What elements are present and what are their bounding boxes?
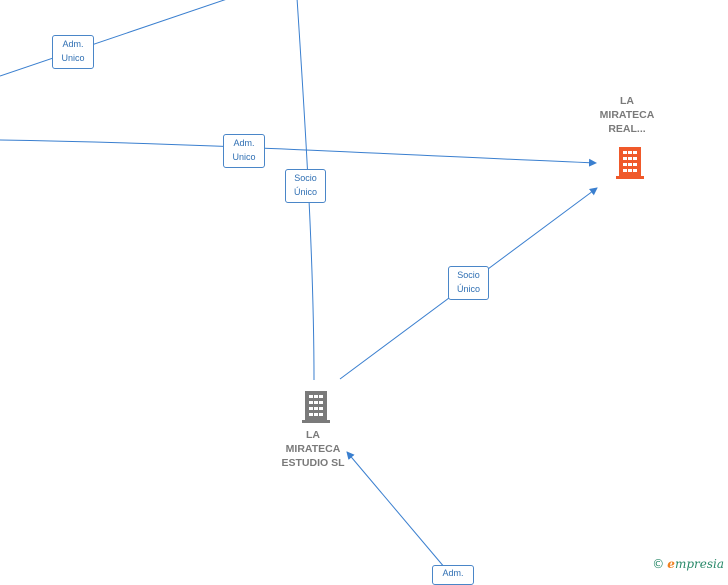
node-label-line: REAL... bbox=[608, 123, 646, 135]
edge-label-socio-diag[interactable]: Socio Único bbox=[448, 266, 489, 300]
edge-label-line: Adm. bbox=[62, 39, 84, 49]
edge-adm-top bbox=[0, 0, 226, 77]
node-label-line: MIRATECA bbox=[285, 443, 341, 455]
edge-adm-bottom bbox=[346, 451, 446, 569]
edge-label-line: Socio bbox=[294, 173, 317, 183]
brand-name: mpresia bbox=[674, 557, 724, 571]
copyright-icon: © bbox=[652, 557, 665, 571]
edge-label-adm-bottom[interactable]: Adm. bbox=[432, 565, 474, 585]
brand-logo: ©empresia bbox=[652, 557, 724, 571]
node-label-line: LA bbox=[620, 95, 634, 107]
node-label-mirateca-estudio[interactable]: LA MIRATECA ESTUDIO SL bbox=[268, 428, 358, 470]
node-label-mirateca-real[interactable]: LA MIRATECA REAL... bbox=[582, 94, 672, 136]
brand-initial: e bbox=[667, 557, 675, 571]
edge-label-line: Unico bbox=[232, 152, 256, 162]
edge-label-line: Adm. bbox=[233, 138, 255, 148]
node-label-line: MIRATECA bbox=[599, 109, 655, 121]
edge-label-line: Unico bbox=[61, 53, 85, 63]
edge-label-adm-mid[interactable]: Adm. Unico bbox=[223, 134, 265, 168]
edge-label-socio-vertical[interactable]: Socio Único bbox=[285, 169, 326, 203]
edge-label-line: Único bbox=[456, 284, 480, 294]
node-label-line: ESTUDIO SL bbox=[281, 457, 345, 469]
building-icon[interactable] bbox=[300, 388, 332, 424]
node-label-line: LA bbox=[306, 429, 320, 441]
edge-label-adm-top[interactable]: Adm. Unico bbox=[52, 35, 94, 69]
edge-adm-mid bbox=[0, 139, 597, 167]
edge-label-line: Adm. bbox=[442, 568, 464, 578]
building-icon[interactable] bbox=[614, 144, 646, 180]
edge-label-line: Único bbox=[293, 187, 317, 197]
edge-label-line: Socio bbox=[457, 270, 480, 280]
